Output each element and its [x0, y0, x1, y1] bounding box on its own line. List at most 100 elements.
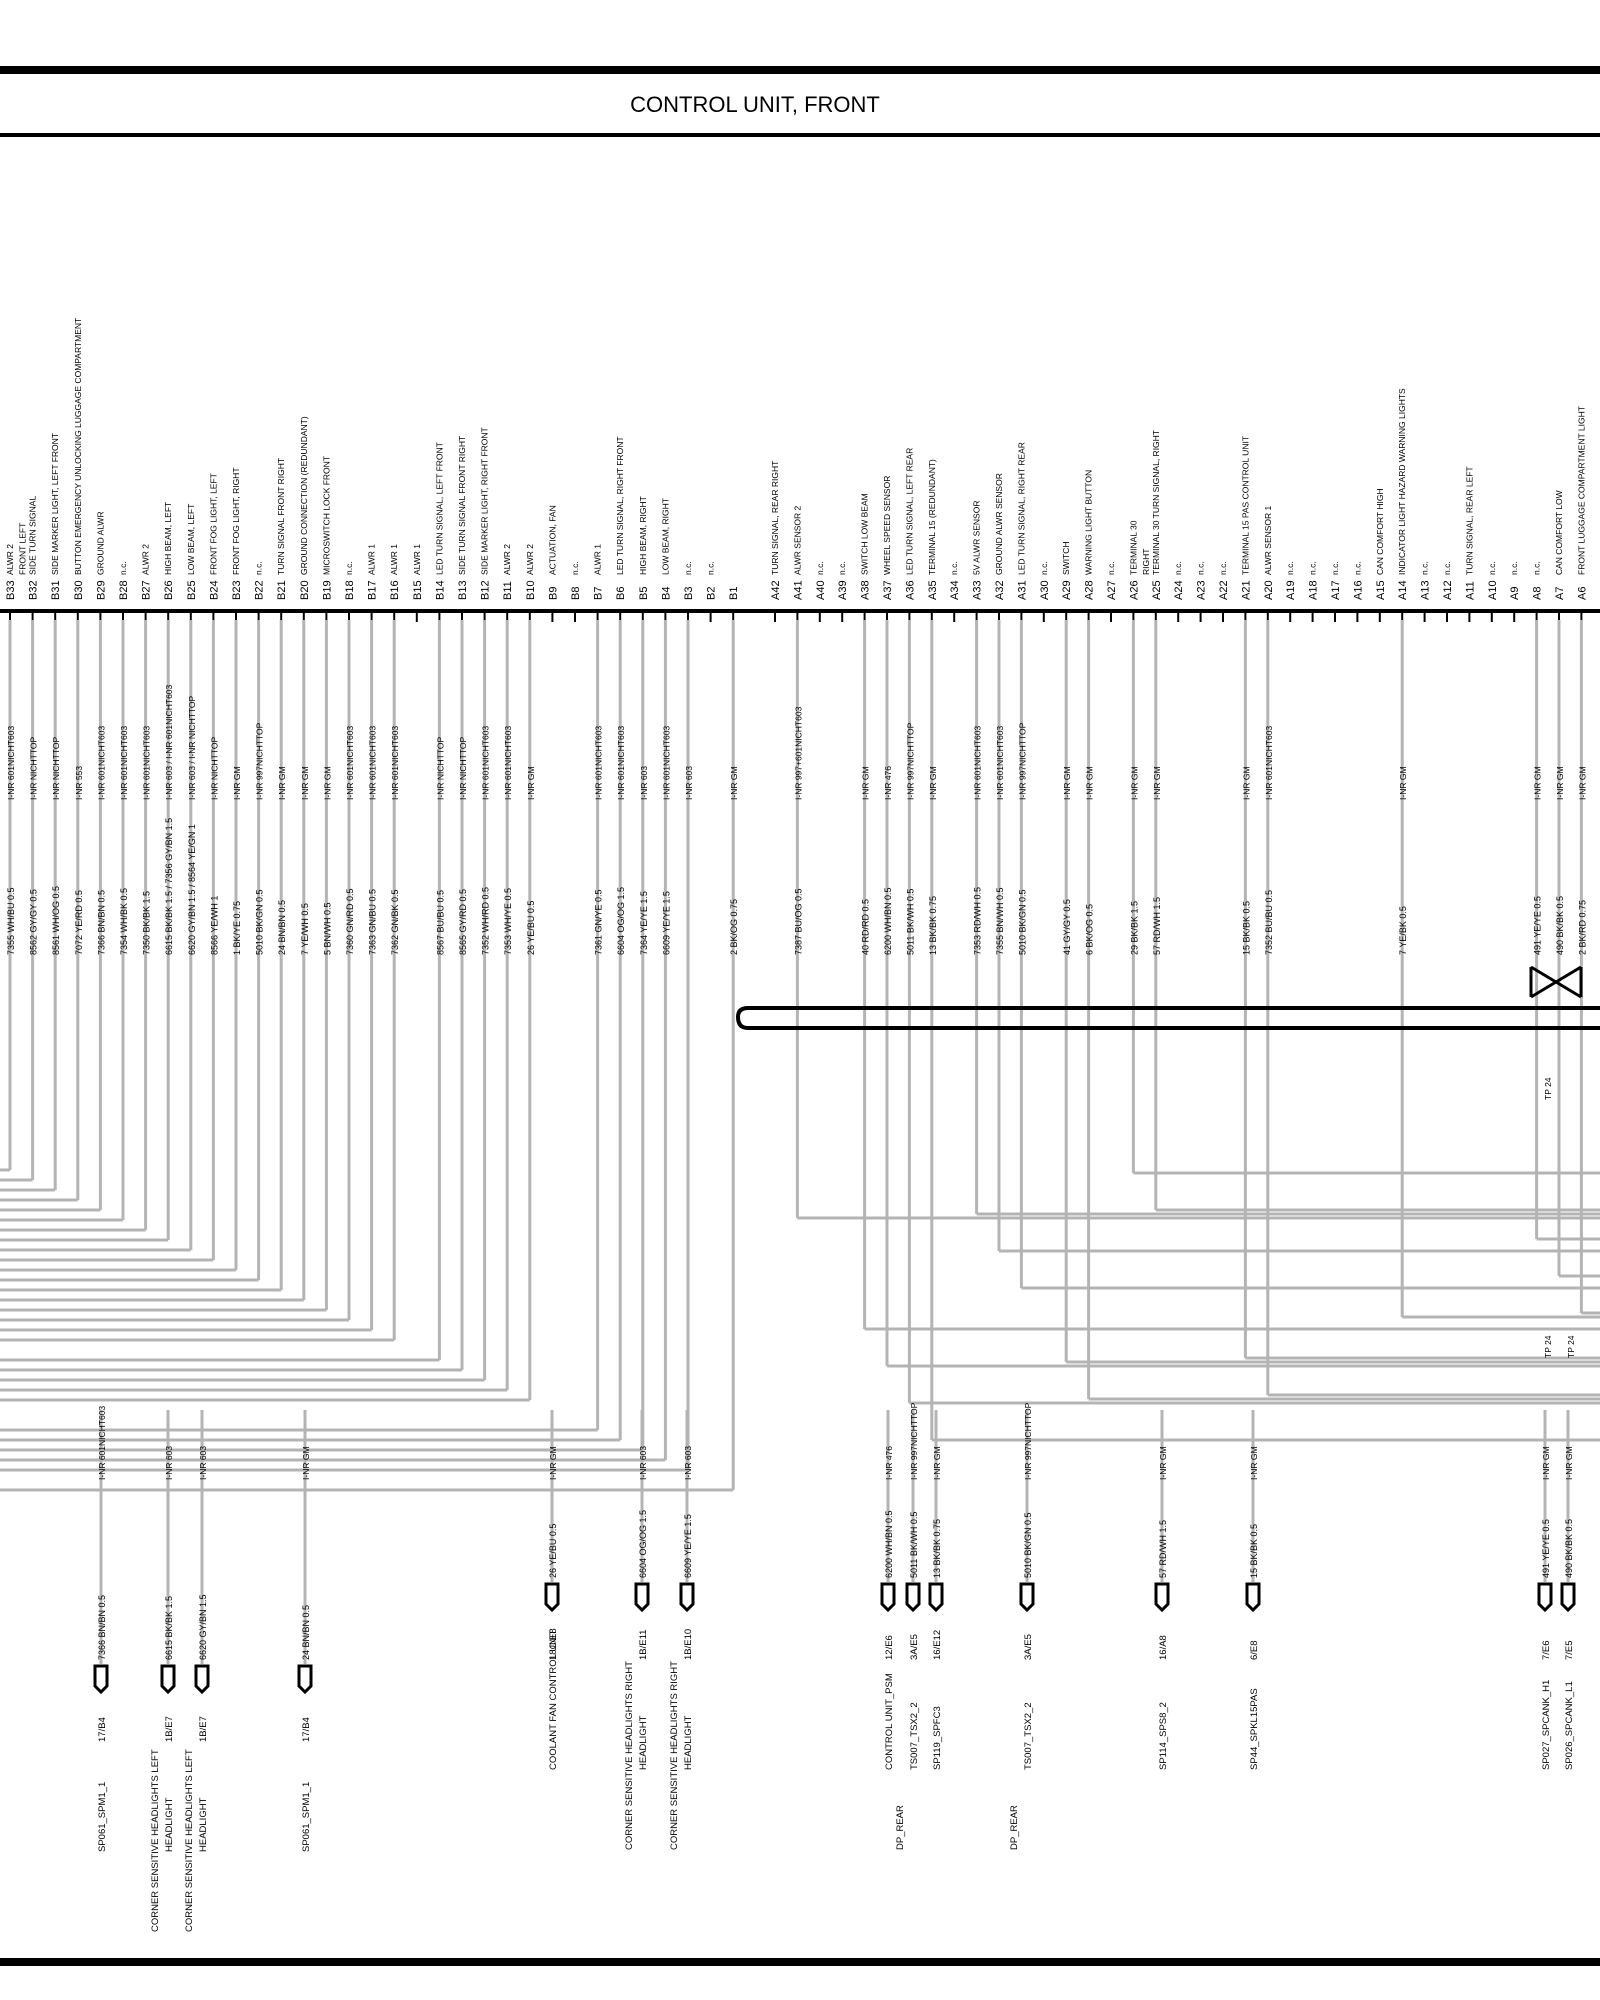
connector-ref: 12/E6 — [884, 1635, 895, 1660]
connector-destination: SP026_SPCANK_L1 — [1564, 1681, 1575, 1770]
pin-function-label: ALWR 1 — [367, 544, 377, 575]
connector-wire-code: I-NR GM — [1249, 1446, 1259, 1480]
wire-code-label: I-NR 997+601NICHT603 — [793, 706, 803, 800]
pin-function-label: ALWR SENSOR 2 — [792, 505, 802, 575]
pin-label: A12 — [1442, 580, 1454, 600]
pin-function-label: SWITCH — [1061, 541, 1071, 575]
splice-bus — [735, 1006, 1600, 1030]
pin-label: B14 — [434, 580, 446, 600]
pin-function-label: n.c. — [683, 561, 693, 575]
connector-ref: 1B/E11 — [638, 1630, 649, 1660]
connector-ref: 7/E6 — [1541, 1640, 1552, 1660]
wire-color-label: 29 BK/BK 1.5 — [1129, 901, 1139, 955]
pin-function-label: n.c. — [949, 561, 959, 575]
pin-label: A16 — [1352, 580, 1364, 600]
wire-color-label: 1 BK/YE 0.75 — [232, 901, 242, 955]
pin-label: B3 — [683, 587, 695, 600]
wire-code-label: I-NR 603 / I-NR 601NICHT603 — [164, 684, 174, 800]
connector-pin-symbol — [297, 1664, 313, 1695]
pin-label: A42 — [770, 580, 782, 600]
pin-label: A14 — [1397, 580, 1409, 600]
connector-ref: 17/B4 — [97, 1717, 108, 1742]
pin-function-label: n.c. — [1532, 561, 1542, 575]
pin-label: B1 — [728, 587, 740, 600]
connector-wire-code: I-NR 603 — [164, 1446, 174, 1480]
pin-label: A10 — [1487, 580, 1499, 600]
pin-function-label: ALWR 1 — [593, 544, 603, 575]
wire-code-label: I-NR 603 — [684, 766, 694, 800]
wire-color-label: 7352 BU/BU 0.5 — [1264, 890, 1274, 955]
wire-color-label: 7360 GN/RD 0.5 — [345, 888, 355, 955]
pin-label: A20 — [1263, 580, 1275, 600]
pin-function-label: SWITCH LOW BEAM — [860, 493, 870, 575]
pin-label: B8 — [570, 587, 582, 600]
wire-code-label: I-NR 997NICHTTOP — [905, 722, 915, 800]
connector-destination: HEADLIGHT — [164, 1797, 175, 1852]
wire-color-label: 8567 BU/BU 0.5 — [435, 890, 445, 955]
connector-destination: COOLANT FAN CONTROL UNIT — [548, 1629, 559, 1770]
wire-color-label: 7 YE/WH 0.5 — [300, 903, 310, 955]
wire-color-label: 7350 BK/BK 1.5 — [142, 891, 152, 955]
wire-color-label: 41 GY/GY 0.5 — [1062, 899, 1072, 955]
wire-code-label: I-NR NICHTTOP — [51, 737, 61, 800]
wire-color-label: 8562 GY/GY 0.5 — [29, 889, 39, 955]
pin-function-label: GROUND CONNECTION (REDUNDANT) — [299, 416, 309, 575]
pin-function-label: n.c. — [1509, 561, 1519, 575]
pin-label: B16 — [389, 580, 401, 600]
wire-code-label: I-NR 997NICHTTOP — [1017, 722, 1027, 800]
connector-wire-code: I-NR GM — [1541, 1446, 1551, 1480]
pin-function-label: BUTTON EMERGENCY UNLOCKING LUGGAGE COMPA… — [73, 318, 83, 575]
connector-ref: 17/B4 — [301, 1717, 312, 1742]
connector-pin-symbol — [679, 1582, 695, 1613]
pin-function-label: n.c. — [706, 561, 716, 575]
diagram-title: CONTROL UNIT, FRONT — [630, 92, 880, 117]
pin-label: B25 — [186, 580, 198, 600]
wire-color-label: 7353 RD/WH 0.5 — [973, 887, 983, 955]
wire-code-label: I-NR 601NICHT603 — [390, 726, 400, 800]
connector-wire-code: I-NR GM — [548, 1446, 558, 1480]
wire-code-label: I-NR 603 — [639, 766, 649, 800]
pin-label: B33 — [5, 580, 17, 600]
connector-wire-code: I-NR 603 — [638, 1446, 648, 1480]
connector-wire-code: I-NR GM — [1158, 1446, 1168, 1480]
wire-code-label: I-NR 601NICHT603 — [995, 726, 1005, 800]
pin-label: A29 — [1061, 580, 1073, 600]
wire-code-label: I-NR 601NICHT603 — [6, 726, 16, 800]
tp-label: TP 24 — [1543, 1335, 1553, 1358]
pin-function-label: SIDE MARKER LIGHT, LEFT FRONT — [50, 433, 60, 575]
connector-wire-color: 24 BN/BN 0.5 — [301, 1605, 311, 1660]
connector-wire-code: I-NR 601NICHT603 — [97, 1406, 107, 1480]
wire-color-label: 7355 WH/BU 0.5 — [6, 887, 16, 955]
wire-code-label: I-NR GM — [1577, 766, 1587, 800]
pin-function-label: ALWR 2 — [502, 544, 512, 575]
pin-label: A28 — [1084, 580, 1096, 600]
pin-function-label: n.c. — [344, 561, 354, 575]
pin-label: A37 — [882, 580, 894, 600]
wire-color-label: 5 BN/WH 0.5 — [322, 902, 332, 955]
connector-destination: HEADLIGHT — [683, 1715, 694, 1770]
pin-label: B22 — [254, 580, 266, 600]
wire-code-label: I-NR 476 — [883, 766, 893, 800]
wire-code-label: I-NR GM — [1085, 766, 1095, 800]
wire-color-label: 7 YE/BK 0.5 — [1398, 906, 1408, 955]
pin-function-label: MICROSWITCH LOCK FRONT — [321, 456, 331, 575]
pin-function-label: n.c. — [1487, 561, 1497, 575]
connector-destination: CORNER SENSITIVE HEADLIGHTS LEFT — [150, 1749, 161, 1932]
wire-color-label: 6620 GY/BN 1.5 / 8564 YE/GN 1 — [187, 824, 197, 955]
pin-function-label: n.c. — [1173, 561, 1183, 575]
wire-color-label: 6615 BK/BK 1.5 / 7356 GY/BN 1.5 — [164, 818, 174, 955]
wire-color-label: 6 BK/OG 0.5 — [1085, 904, 1095, 955]
pin-label: B5 — [638, 587, 650, 600]
connector-ref: 16/E12 — [932, 1630, 943, 1660]
pin-function-label: LED TURN SIGNAL, RIGHT FRONT — [615, 436, 625, 575]
pin-function-label: 5V ALWR SENSOR — [972, 501, 982, 575]
connector-pin-symbol — [1560, 1582, 1576, 1613]
wire-code-label: I-NR GM — [526, 766, 536, 800]
connector-wire-color: 15 BK/BK 0.5 — [1249, 1524, 1259, 1578]
tp-label: TP 24 — [1566, 1335, 1576, 1358]
pin-function-label: n.c. — [1352, 561, 1362, 575]
wire-color-label: 57 RD/WH 1.5 — [1152, 897, 1162, 955]
wire-color-label: 40 RD/RD 0.5 — [861, 899, 871, 955]
pin-label: B24 — [208, 580, 220, 600]
